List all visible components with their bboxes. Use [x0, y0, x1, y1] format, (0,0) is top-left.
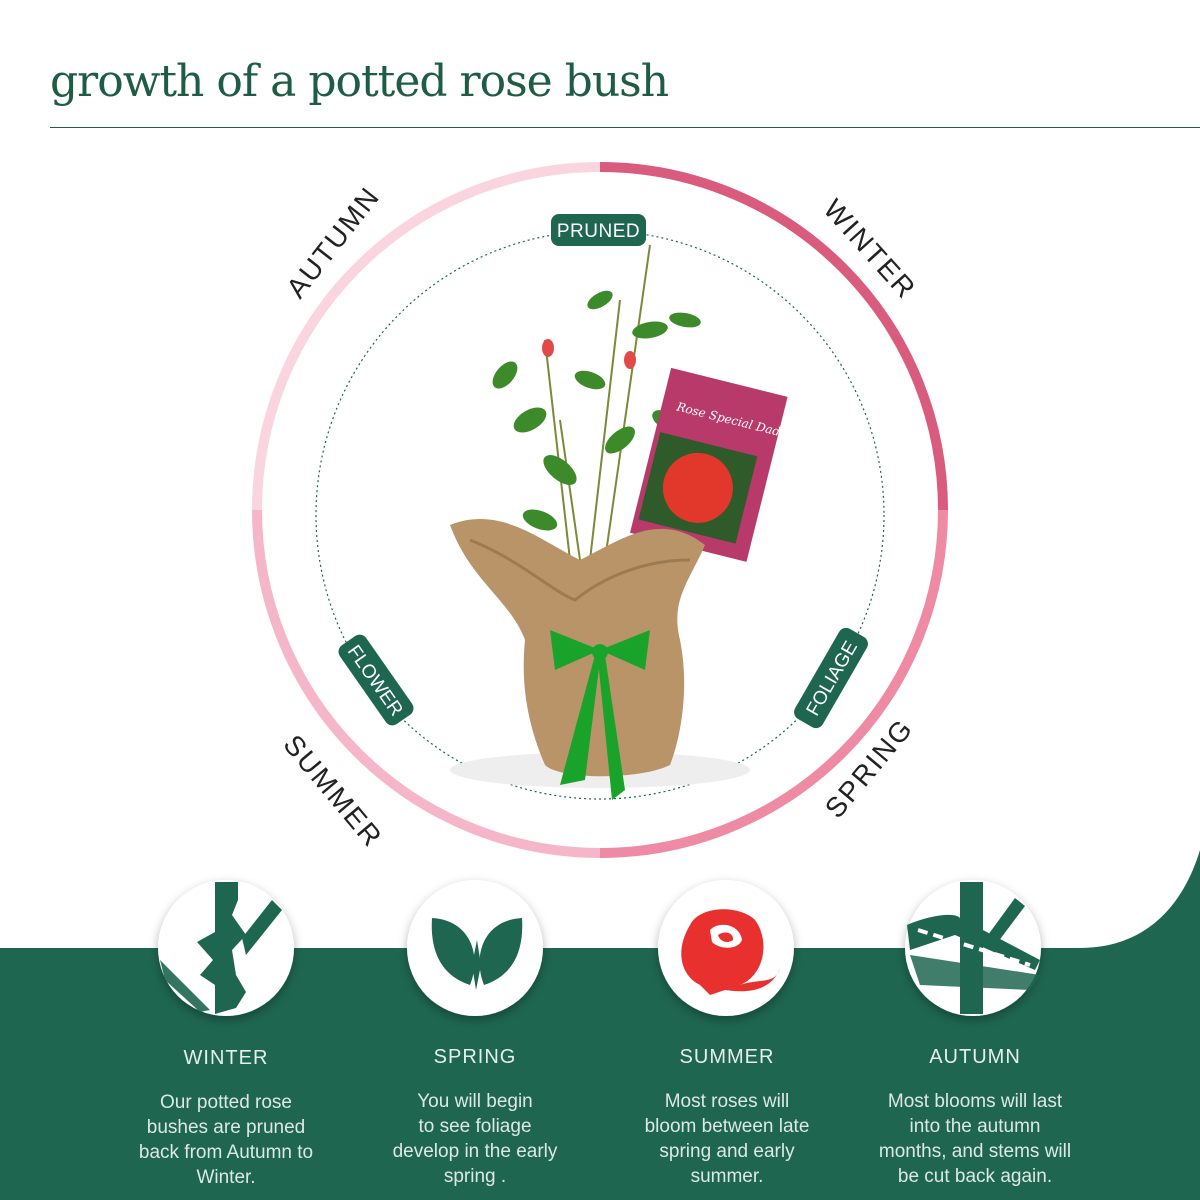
potted-rose-photo: Rose Special Dad: [450, 244, 788, 800]
tag-pruned-label: PRUNED: [557, 221, 640, 242]
season-name: WINTER: [183, 1047, 269, 1069]
wheel-label-winter: WINTER: [818, 193, 923, 305]
season-name: AUTUMN: [929, 1046, 1021, 1068]
green-band: [0, 850, 1200, 1200]
tag-foliage: FOLIAGE: [794, 627, 868, 729]
wheel-label-autumn: AUTUMN: [280, 181, 386, 304]
quadrant-autumn: [252, 162, 601, 511]
page-title: growth of a potted rose bush: [50, 56, 669, 107]
wheel-label-summer: SUMMER: [277, 729, 388, 853]
leaves-icon: [431, 918, 523, 990]
season-name: SUMMER: [679, 1046, 775, 1068]
title-divider: [50, 127, 1200, 128]
rose-icon: [681, 909, 780, 995]
tag-flower: FLOWER: [338, 634, 414, 726]
season-name: SPRING: [433, 1046, 517, 1068]
pruned-stem-icon: [160, 882, 282, 1014]
quadrant-summer: [252, 509, 601, 858]
quadrant-spring: [599, 509, 948, 858]
tag-pruned: PRUNED: [551, 214, 646, 246]
inner-dotted-ring: [315, 230, 885, 800]
quadrant-winter: [599, 162, 948, 511]
